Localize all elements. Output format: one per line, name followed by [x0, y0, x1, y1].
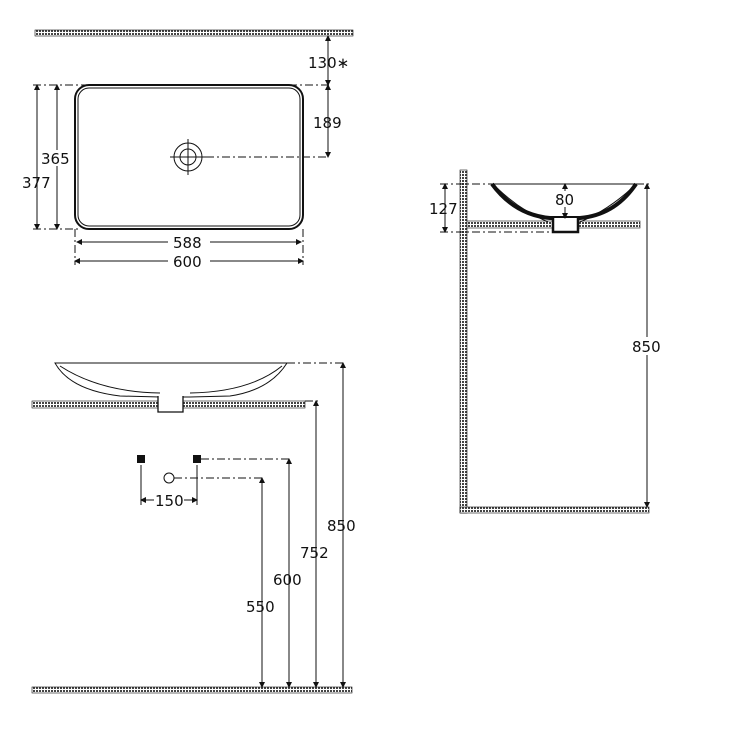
- dim-basin-top-height: 850: [327, 517, 356, 535]
- valve-right-icon: [193, 455, 201, 463]
- side-drain-outlet: [551, 218, 580, 234]
- dim-valve-spacing: 150: [155, 492, 184, 510]
- dim-basin-height: 127: [429, 200, 458, 218]
- basin-outline-inner: [77, 87, 301, 227]
- basin-profile: [54, 362, 288, 398]
- side-view: 127 80 850: [429, 169, 664, 514]
- wall-section: [34, 29, 354, 37]
- dim-outer-width: 600: [173, 253, 202, 271]
- valve-left-icon: [137, 455, 145, 463]
- side-floor-section: [459, 506, 650, 514]
- waste-outlet-icon: [163, 472, 175, 484]
- floor-section: [31, 686, 353, 694]
- side-wall-section: [459, 169, 468, 514]
- plan-view: 130∗ 189 365 377 588 600: [22, 29, 354, 271]
- dim-counter-height: 752: [300, 544, 329, 562]
- dim-side-basin-top-height: 850: [632, 338, 661, 356]
- dim-drain-height: 550: [246, 598, 275, 616]
- drain-outlet: [157, 396, 184, 413]
- dim-wall-clearance: 130∗: [308, 54, 349, 72]
- front-view: 150 550 600 752 850: [31, 362, 356, 694]
- dim-drain-offset: 189: [313, 114, 342, 132]
- dim-inner-width: 588: [173, 234, 202, 252]
- drain-icon: [170, 139, 206, 175]
- dim-valve-height: 600: [273, 571, 302, 589]
- dim-inner-depth: 365: [41, 150, 70, 168]
- dim-drain-depth: 80: [555, 191, 574, 209]
- dim-outer-depth: 377: [22, 174, 51, 192]
